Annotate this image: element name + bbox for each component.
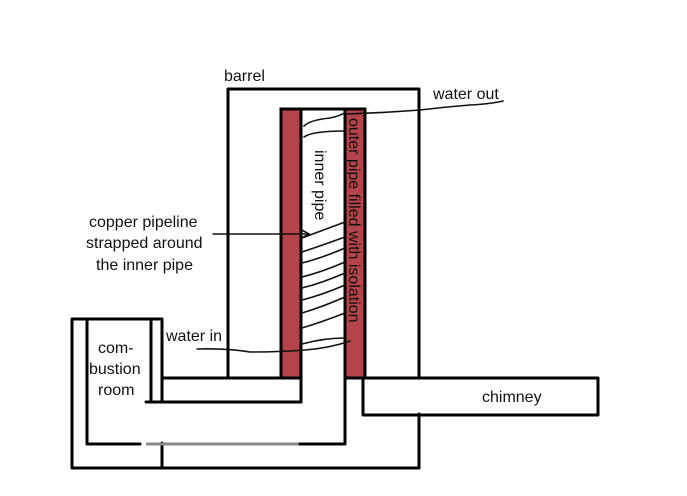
combustion-outer bbox=[70, 317, 164, 470]
coil-turn bbox=[301, 312, 346, 329]
copper-callout-arrowhead bbox=[299, 228, 311, 240]
coil-turn bbox=[301, 247, 346, 264]
outer-pipe-label: outer pipe filled with isolation bbox=[345, 118, 362, 323]
copper-label-line1: copper pipeline bbox=[89, 214, 198, 231]
water-out-label: water out bbox=[432, 86, 499, 103]
copper-label-line2: strapped around bbox=[86, 235, 203, 252]
coil-turn bbox=[301, 296, 346, 314]
water-out-wire bbox=[344, 100, 504, 115]
water-in-wire bbox=[196, 340, 351, 353]
coil-turn bbox=[301, 236, 346, 253]
coil-turn bbox=[301, 221, 346, 239]
coil-turn bbox=[303, 111, 347, 127]
combustion-inner-left bbox=[85, 317, 142, 446]
coil-turn bbox=[301, 272, 346, 289]
combustion-label-line3: room bbox=[98, 382, 134, 399]
water-in-label: water in bbox=[165, 328, 222, 345]
copper-coil bbox=[301, 111, 347, 345]
combustion-floor-right bbox=[298, 408, 347, 446]
chimney-label: chimney bbox=[482, 389, 542, 406]
coil-turn bbox=[303, 130, 346, 138]
coil-turn bbox=[301, 284, 346, 301]
combustion-label-line1: com- bbox=[98, 340, 134, 357]
barrel-label: barrel bbox=[224, 68, 265, 85]
inner-pipe-label: inner pipe bbox=[311, 150, 328, 220]
coil-turn bbox=[301, 337, 346, 345]
outer-pipe-left-wall bbox=[279, 107, 303, 380]
coil-turn bbox=[301, 261, 346, 278]
chimney-box bbox=[361, 376, 600, 417]
copper-label-line3: the inner pipe bbox=[96, 257, 193, 274]
barrel-bottom-right bbox=[160, 412, 421, 470]
combustion-label-line2: bustion bbox=[89, 361, 141, 378]
